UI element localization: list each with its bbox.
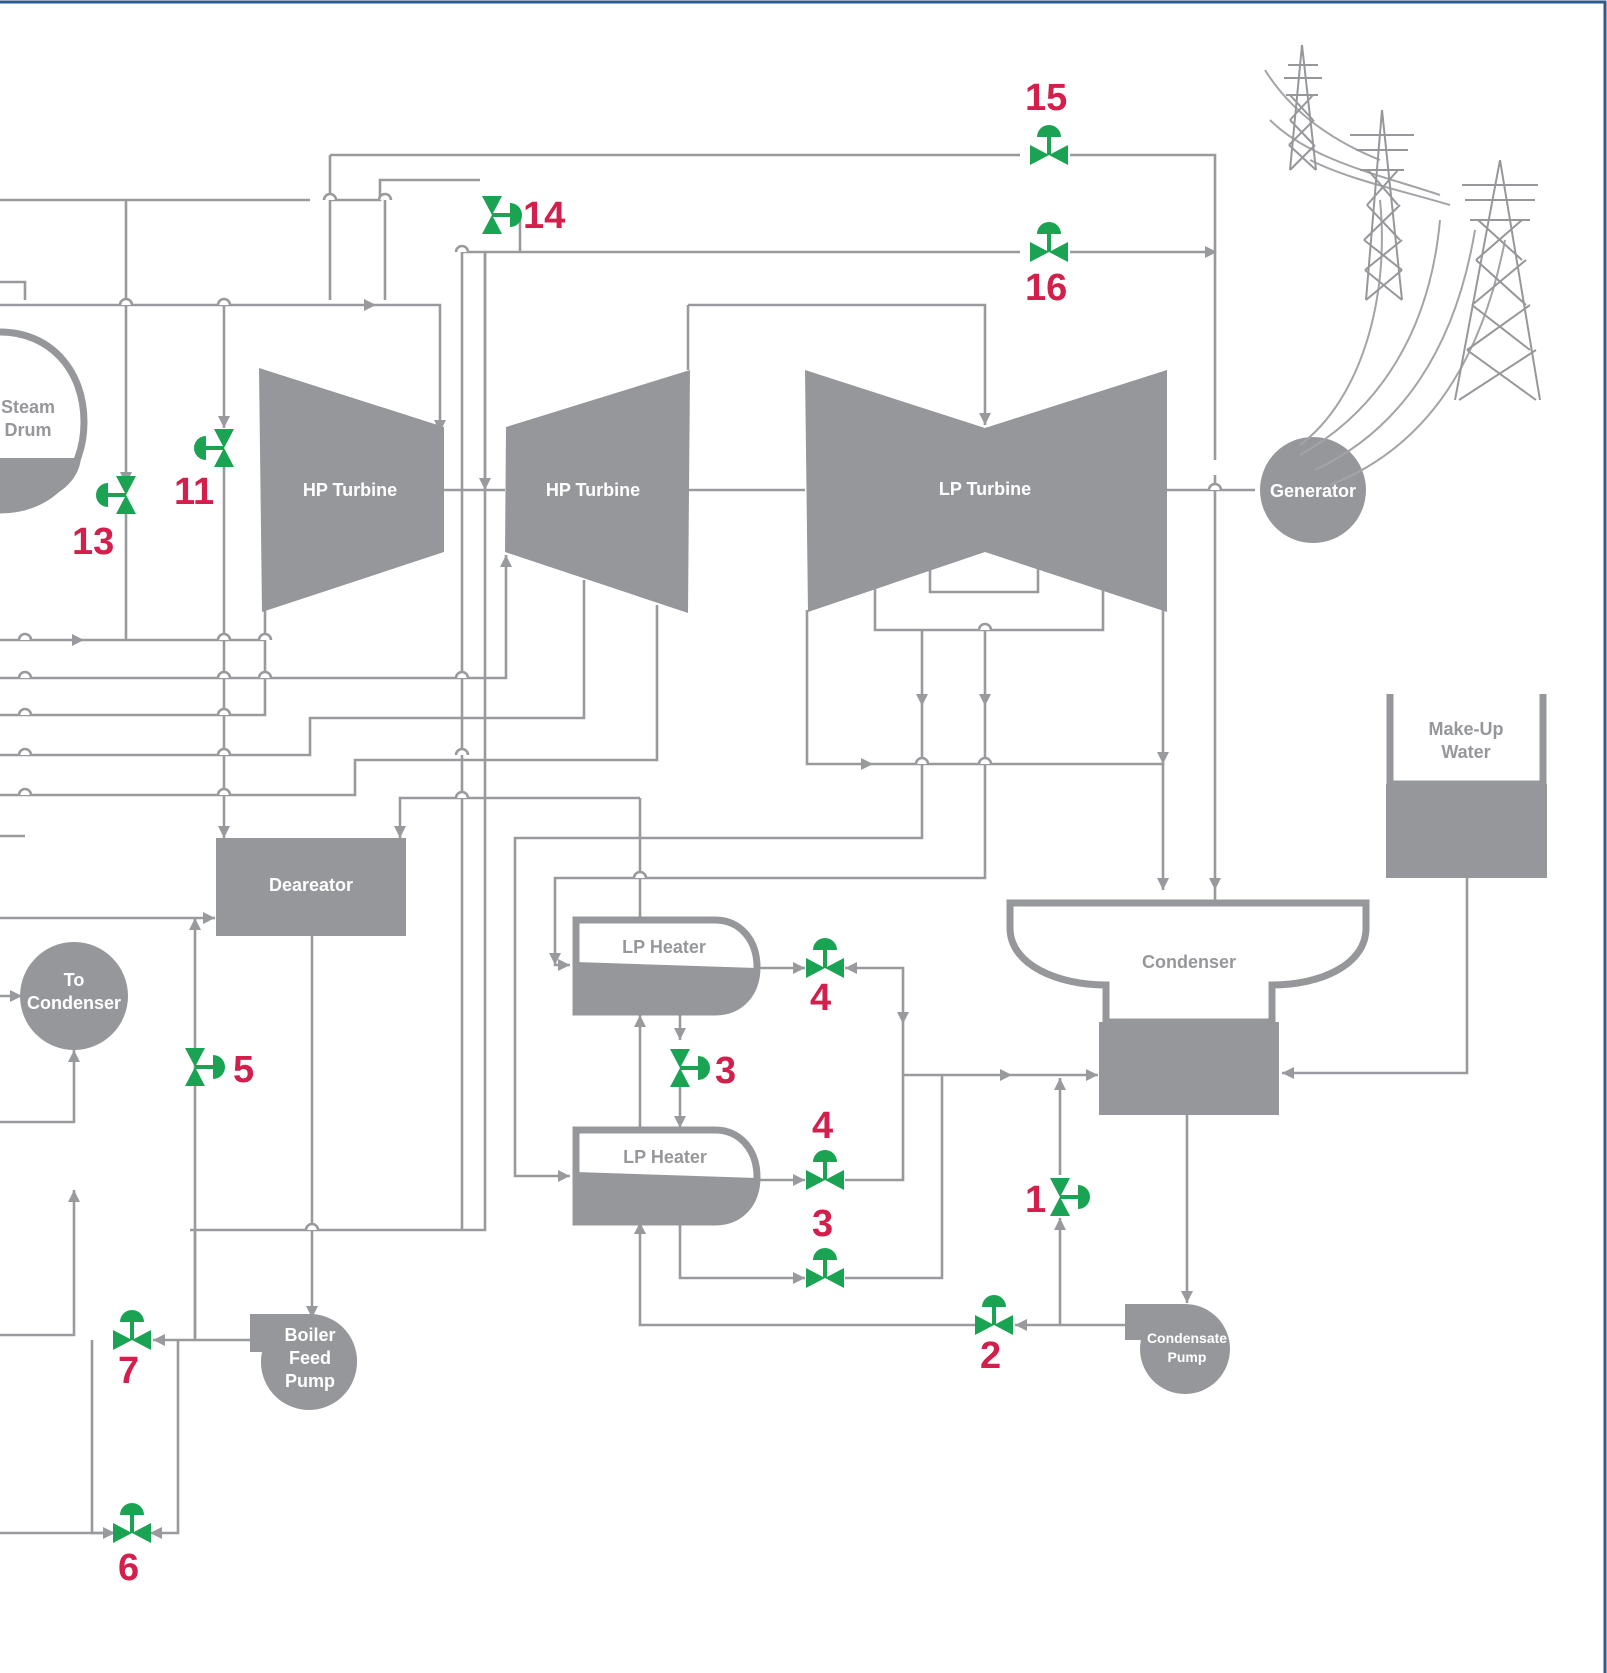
- valve-1-icon[interactable]: [1050, 1178, 1090, 1216]
- steam-drum-label-1: Steam: [1, 397, 55, 417]
- condensate-pump-label-1: Condensate: [1147, 1330, 1227, 1346]
- hp-turbine-1: HP Turbine: [259, 368, 444, 612]
- valve-6-icon[interactable]: [113, 1503, 151, 1543]
- valve-16-number: 16: [1025, 267, 1067, 309]
- valve-7-icon[interactable]: [113, 1310, 151, 1350]
- pipe-crossings: [17, 192, 1223, 1231]
- boiler-feed-pump-label-1: Boiler: [284, 1325, 335, 1345]
- hp-turbine-2: HP Turbine: [505, 370, 690, 613]
- make-up-water-tank: Make-Up Water: [1386, 694, 1547, 878]
- dearator-label: Deareator: [269, 875, 353, 895]
- valve-3b-number: 3: [812, 1203, 833, 1245]
- valve-4a-icon[interactable]: [806, 938, 844, 978]
- valve-5-icon[interactable]: [185, 1048, 225, 1086]
- boiler-feed-pump: Boiler Feed Pump: [250, 1314, 357, 1410]
- condenser: Condenser: [1006, 899, 1370, 1115]
- valve-15-number: 15: [1025, 77, 1067, 119]
- valve-2-icon[interactable]: [975, 1295, 1013, 1335]
- valve-4b-number: 4: [812, 1105, 833, 1147]
- valve-3a-number: 3: [715, 1050, 736, 1092]
- valve-2-number: 2: [980, 1335, 1001, 1377]
- valve-14-number: 14: [523, 195, 565, 237]
- lp-turbine-label: LP Turbine: [939, 479, 1031, 499]
- valve-13-icon[interactable]: [96, 476, 136, 514]
- boiler-feed-pump-label-3: Pump: [285, 1371, 335, 1391]
- lp-heater-2: LP Heater: [572, 1126, 761, 1226]
- to-condenser-label-1: To: [64, 970, 85, 990]
- valve-11-number: 11: [174, 471, 214, 513]
- transmission-towers-icon: [1264, 44, 1541, 486]
- valve-4b-icon[interactable]: [806, 1150, 844, 1190]
- valve-1-number: 1: [1025, 1179, 1046, 1221]
- dearator: Deareator: [216, 838, 406, 936]
- valve-16-icon[interactable]: [1030, 222, 1068, 262]
- hp-turbine-2-label: HP Turbine: [546, 480, 640, 500]
- valve-3b-icon[interactable]: [806, 1248, 844, 1288]
- lp-heater-1: LP Heater: [572, 916, 761, 1016]
- condenser-label: Condenser: [1142, 952, 1236, 972]
- to-condenser: To Condenser: [20, 942, 128, 1050]
- make-up-water-label-1: Make-Up: [1428, 719, 1503, 739]
- generator-label: Generator: [1270, 481, 1356, 501]
- hp-turbine-1-label: HP Turbine: [303, 480, 397, 500]
- generator: Generator: [1260, 437, 1366, 543]
- control-valves: 15 14 16 11 13 4 3: [72, 77, 1090, 1589]
- lp-heater-1-label: LP Heater: [622, 937, 706, 957]
- valve-7-number: 7: [118, 1350, 139, 1392]
- valve-15-icon[interactable]: [1030, 125, 1068, 165]
- boiler-feed-pump-label-2: Feed: [289, 1348, 331, 1368]
- flow-arrows: [10, 246, 1294, 1539]
- valve-3a-icon[interactable]: [670, 1049, 710, 1087]
- valve-14-icon[interactable]: [482, 196, 522, 234]
- valve-4a-number: 4: [810, 977, 831, 1019]
- lp-turbine: LP Turbine: [805, 370, 1167, 612]
- steam-drum-label-2: Drum: [4, 420, 51, 440]
- lp-heater-2-label: LP Heater: [623, 1147, 707, 1167]
- valve-13-number: 13: [72, 521, 114, 563]
- valve-11-icon[interactable]: [194, 429, 234, 467]
- to-condenser-label-2: Condenser: [27, 993, 121, 1013]
- condensate-pump-label-2: Pump: [1168, 1349, 1207, 1365]
- make-up-water-label-2: Water: [1441, 742, 1490, 762]
- steam-drum: Steam Drum: [0, 328, 88, 514]
- valve-5-number: 5: [233, 1049, 254, 1091]
- condensate-pump: Condensate Pump: [1125, 1304, 1230, 1394]
- valve-6-number: 6: [118, 1547, 139, 1589]
